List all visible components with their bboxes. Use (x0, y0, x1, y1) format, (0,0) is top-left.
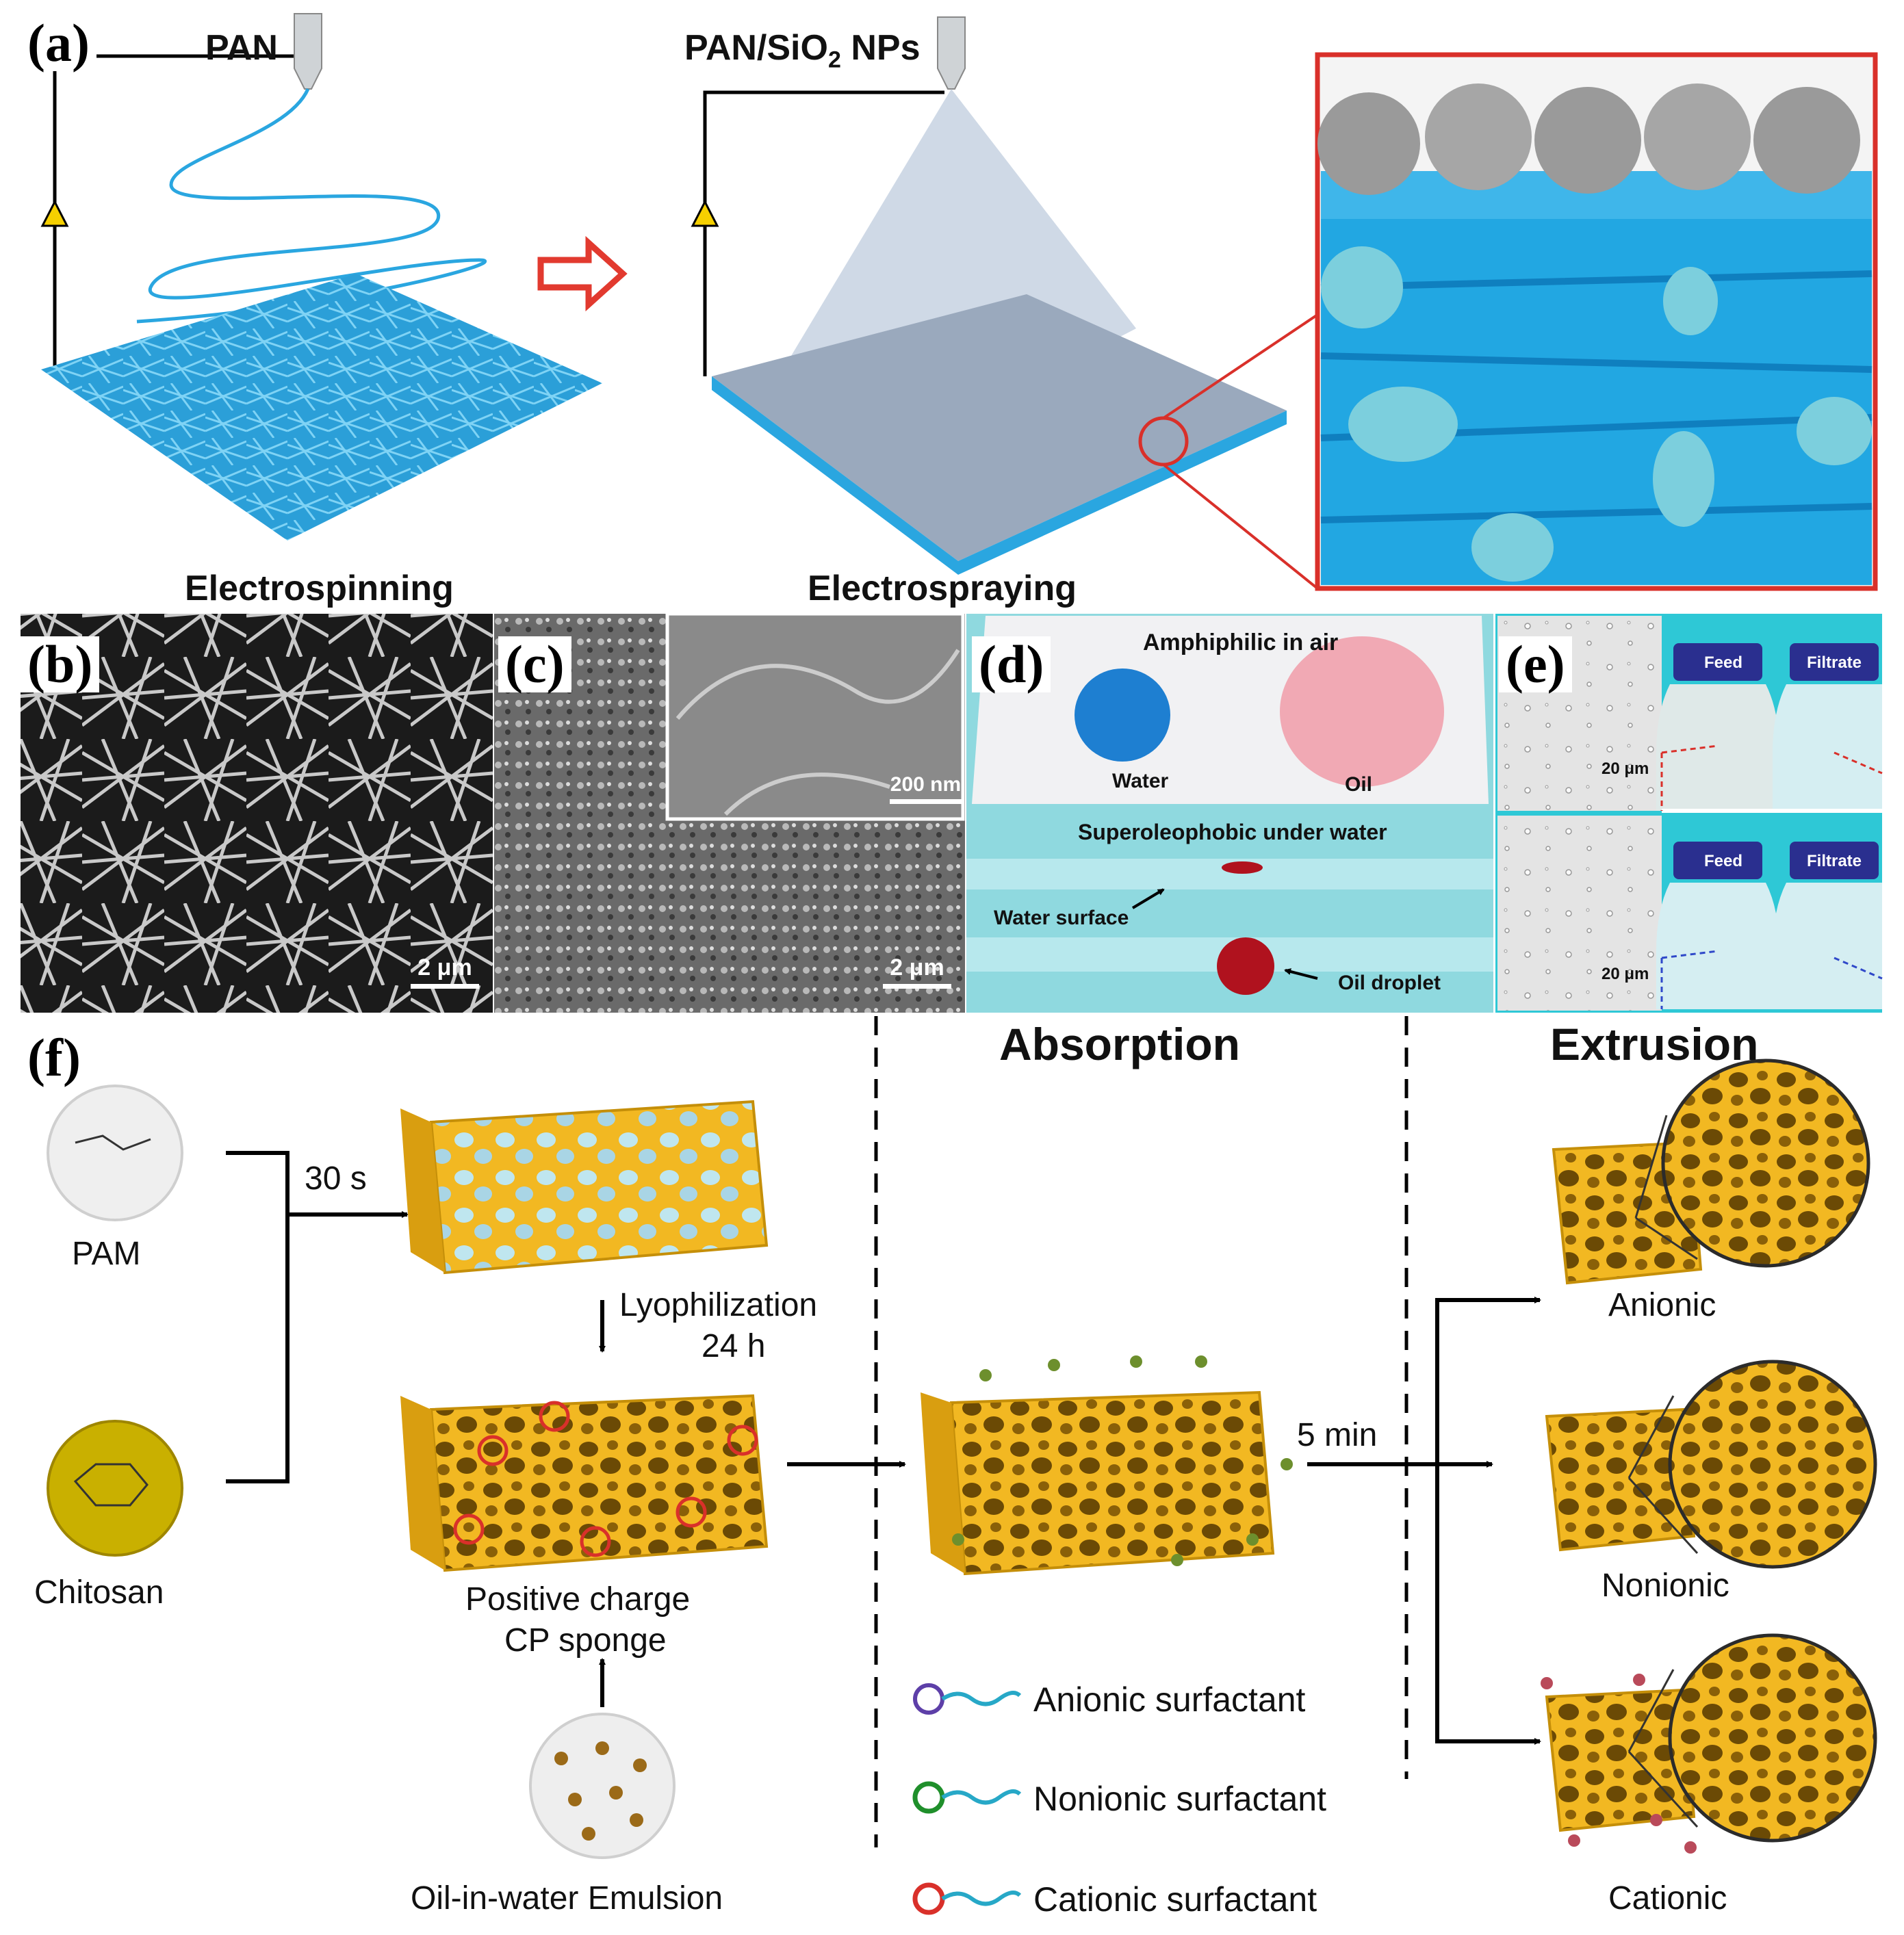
scale-e-bottom: 20 μm (1601, 965, 1649, 983)
scale-bar-c-inset: 200 nm (890, 773, 962, 804)
scale-bar-b: 2 μm (411, 954, 479, 989)
label-water-surface: Water surface (994, 907, 1129, 929)
label-feed-top: Feed (1704, 653, 1743, 672)
electrospraying-setup (691, 16, 1319, 590)
label-lyophilization: Lyophilization (619, 1287, 818, 1323)
process-scheme (47, 1016, 1877, 1915)
legend-nonionic: Nonionic surfactant (1033, 1780, 1327, 1818)
heading-extrusion: Extrusion (1550, 1019, 1759, 1069)
label-pan-sio2: PAN/SiO2 NPs (684, 28, 921, 73)
label-30s: 30 s (305, 1160, 367, 1197)
label-feed-bottom: Feed (1704, 852, 1743, 870)
panel-label-b: (b) (21, 636, 100, 692)
zoom-box (1315, 52, 1878, 591)
heading-absorption: Absorption (999, 1019, 1240, 1069)
label-oil-droplet: Oil droplet (1338, 972, 1441, 994)
panel-label-d: (d) (972, 636, 1051, 692)
label-water: Water (1112, 770, 1169, 792)
label-nonionic: Nonionic (1601, 1568, 1729, 1604)
label-filtrate-top: Filtrate (1807, 653, 1862, 672)
label-anionic: Anionic (1608, 1287, 1716, 1323)
label-superoleophobic: Superoleophobic under water (1078, 820, 1387, 844)
panel-label-a: (a) (21, 15, 97, 71)
label-electrospraying: Electrospraying (808, 569, 1077, 608)
label-cationic: Cationic (1608, 1880, 1727, 1917)
label-oil: Oil (1345, 773, 1373, 796)
scale-bar-c: 2 μm (883, 954, 951, 989)
panel-label-c: (c) (498, 636, 571, 692)
sem-particles-image (494, 612, 965, 1013)
hollow-arrow (537, 235, 628, 312)
label-5min: 5 min (1297, 1417, 1378, 1453)
scale-e-top: 20 μm (1601, 759, 1649, 778)
label-24h: 24 h (702, 1328, 766, 1364)
label-chitosan: Chitosan (34, 1574, 164, 1611)
label-emulsion: Oil-in-water Emulsion (411, 1880, 723, 1917)
label-pan: PAN (205, 28, 278, 68)
label-electrospinning: Electrospinning (185, 569, 454, 608)
panel-label-e: (e) (1499, 636, 1572, 692)
electrospinning-setup (40, 13, 602, 541)
wetting-photo (966, 614, 1493, 1013)
legend-cationic: Cationic surfactant (1033, 1880, 1317, 1919)
label-filtrate-bottom: Filtrate (1807, 852, 1862, 870)
label-cp-sponge: CP sponge (504, 1622, 667, 1659)
label-pam: PAM (72, 1236, 141, 1272)
label-positive-charge: Positive charge (465, 1581, 691, 1618)
panel-label-f: (f) (21, 1030, 88, 1086)
legend-anionic: Anionic surfactant (1033, 1680, 1306, 1719)
label-amphiphilic: Amphiphilic in air (1143, 629, 1339, 655)
